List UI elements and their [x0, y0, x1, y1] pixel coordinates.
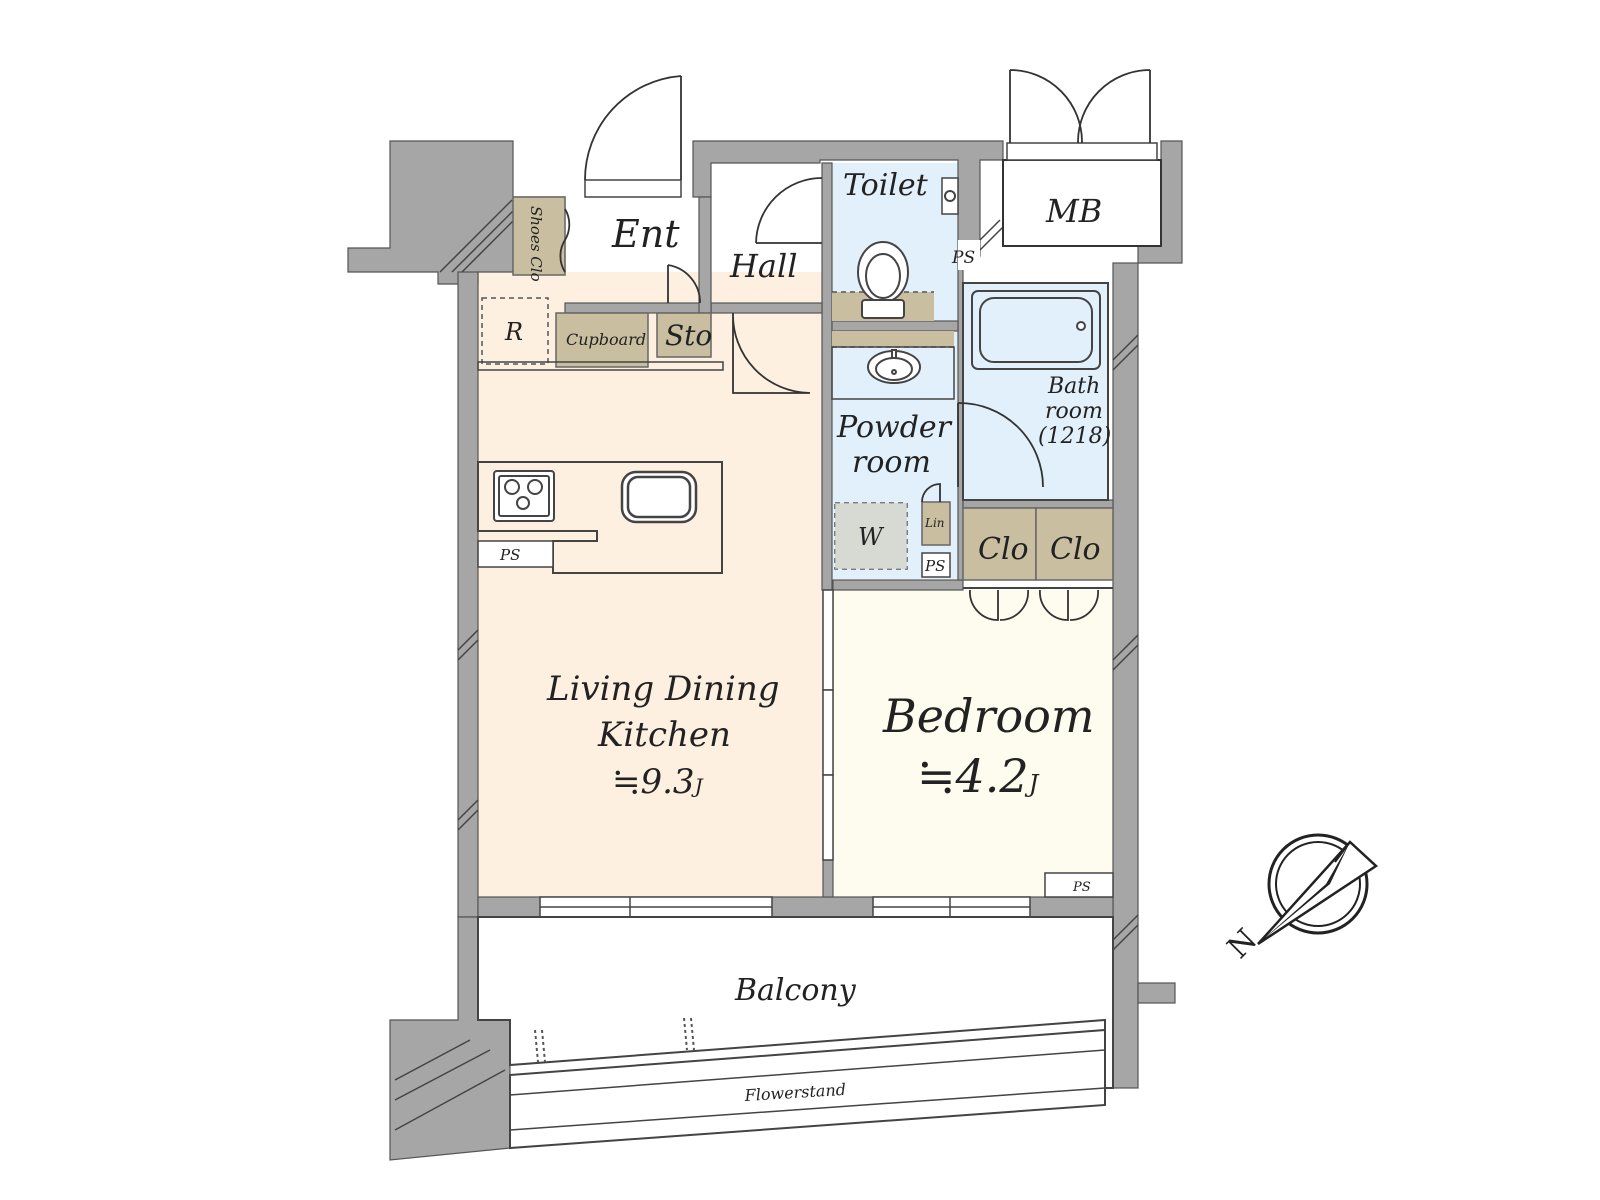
vanity-counter	[832, 331, 954, 347]
sto-door	[667, 264, 701, 304]
refrigerator-label: R	[504, 318, 523, 346]
bathtub-icon	[971, 290, 1101, 370]
ps-powder-box	[921, 552, 951, 578]
bedroom-floor	[833, 590, 1113, 897]
shoes-closet	[512, 196, 566, 276]
wall-right	[1112, 262, 1139, 1089]
front-door[interactable]	[584, 75, 682, 181]
ent-label: Ent	[611, 212, 680, 256]
bathroom-frame	[962, 282, 1109, 501]
cupboard-label: Cupboard	[566, 330, 646, 349]
wall-ent-bottom	[564, 302, 712, 314]
balcony-windows	[539, 896, 1031, 918]
mb-floor	[1003, 160, 1161, 246]
bathroom-label-2: room	[1045, 399, 1103, 424]
ldk-floor	[478, 272, 823, 897]
toilet-bowl-icon	[857, 241, 909, 319]
wall-hall-bottom	[710, 302, 823, 314]
refrigerator-space	[481, 297, 549, 365]
powder-room-label-1: Powder	[836, 410, 953, 445]
hall-ldk-door[interactable]	[732, 312, 811, 394]
cupboard	[555, 312, 649, 368]
hall-label: Hall	[729, 247, 797, 285]
ps-kitchen-box	[477, 540, 554, 568]
toilet-label: Toilet	[843, 168, 929, 203]
bathroom-label-1: Bath	[1047, 374, 1100, 399]
sliding-partition	[822, 589, 834, 861]
flowerstand	[509, 1028, 1106, 1150]
bedroom-label: Bedroom	[882, 689, 1094, 743]
ldk-size: ≒9.3J	[612, 762, 704, 802]
wall-bedroom-top	[832, 579, 964, 591]
balcony-floor	[477, 916, 1114, 1089]
bathroom-label-3: (1218)	[1038, 424, 1111, 449]
stove-icon	[493, 470, 555, 522]
ps-top-box	[958, 240, 980, 270]
ps-powder-label: PS	[924, 557, 945, 575]
ps-bedroom-label: PS	[1072, 880, 1091, 895]
bedroom-size: ≒4.2J	[917, 749, 1040, 803]
linen-closet	[921, 501, 951, 546]
wall-bath-clo	[962, 499, 1114, 509]
front-door-frame	[584, 179, 682, 198]
compass-north-label: N	[1221, 922, 1264, 965]
linen-door	[921, 483, 941, 503]
wall-right-nub	[1137, 982, 1176, 1004]
wall-hatches	[394, 199, 1139, 1131]
ps-top-label: PS	[951, 248, 975, 268]
wall-toilet-powder	[831, 320, 959, 332]
washbasin-icon	[867, 349, 921, 384]
balcony-label: Balcony	[734, 973, 857, 1008]
wall-hall-wet	[821, 162, 833, 591]
closet-2	[1035, 507, 1114, 581]
bathroom-door[interactable]	[957, 402, 1044, 488]
hall-toilet-door[interactable]	[755, 177, 823, 244]
ldk-label-1: Living Dining	[546, 669, 780, 709]
closet-2-label: Clo	[1050, 532, 1101, 567]
washer-label: W	[858, 523, 885, 551]
sto-label: Sto	[665, 319, 712, 352]
sto-closet	[656, 312, 712, 358]
flowerstand-inner	[509, 1049, 1106, 1131]
kitchen-sink-icon	[620, 470, 698, 524]
shoes-closet-label: Shoes Clo	[527, 206, 545, 282]
linen-label: Lin	[924, 516, 945, 530]
wall-ent-hall	[698, 196, 712, 314]
closet-doors[interactable]	[969, 589, 1099, 621]
closet-1-label: Clo	[978, 532, 1029, 567]
mb-door-frame	[1006, 142, 1158, 161]
balcony-dashes	[534, 1017, 695, 1063]
cupboard-ledge	[477, 361, 724, 371]
vanity-top	[831, 346, 955, 400]
ps-bedroom-box	[1044, 872, 1114, 898]
ldk-label-2: Kitchen	[597, 715, 731, 755]
compass-icon	[1257, 833, 1379, 946]
closet-1	[962, 507, 1037, 581]
mb-doors[interactable]	[1009, 69, 1151, 144]
powder-room-label-2: room	[852, 445, 931, 480]
shoes-closet-door	[559, 208, 571, 273]
mb-label: MB	[1045, 192, 1102, 230]
ps-kitchen-label: PS	[499, 546, 520, 564]
